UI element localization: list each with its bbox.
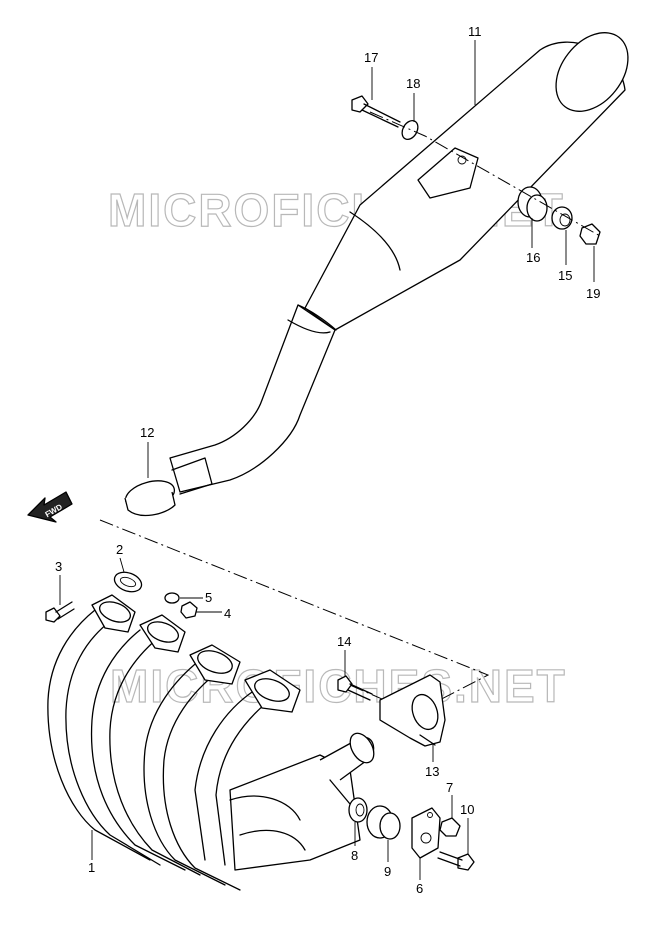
callout-6: 6 [416,881,423,896]
callout-14: 14 [337,634,351,649]
callout-19: 19 [586,286,600,301]
damper-16 [517,186,548,222]
callout-13: 13 [425,764,439,779]
callout-12: 12 [140,425,154,440]
bolt-14 [337,675,373,701]
callout-16: 16 [526,250,540,265]
washer-5 [164,592,180,604]
exhaust-headers [47,594,375,891]
clamp-13 [379,674,446,747]
damper-9 [366,805,401,840]
collar-15 [551,206,573,230]
callout-11: 11 [468,24,482,39]
callout-9: 9 [384,864,391,879]
gasket-2 [113,571,143,593]
nut-7 [439,817,461,837]
nut-19 [579,223,601,245]
callout-labels: 11 17 18 16 15 19 12 2 3 5 4 14 13 7 10 … [55,24,600,896]
callout-8: 8 [351,848,358,863]
callout-10: 10 [460,802,474,817]
callout-7: 7 [446,780,453,795]
bolt-17 [351,95,401,128]
stud-3 [45,601,75,623]
connector-sleeve [124,457,213,517]
callout-15: 15 [558,268,572,283]
bracket-6 [411,807,441,859]
callout-18: 18 [406,76,420,91]
callout-5: 5 [205,590,212,605]
damper-8 [348,797,368,823]
bolt-10 [437,851,475,871]
callout-2: 2 [116,542,123,557]
callout-3: 3 [55,559,62,574]
callout-4: 4 [224,606,231,621]
nut-4 [180,601,198,619]
centerline-main [99,519,490,706]
callout-1: 1 [88,860,95,875]
leader-lines [59,40,595,880]
callout-17: 17 [364,50,378,65]
forward-arrow: FWD [27,491,73,523]
centerline-upper [369,111,601,237]
